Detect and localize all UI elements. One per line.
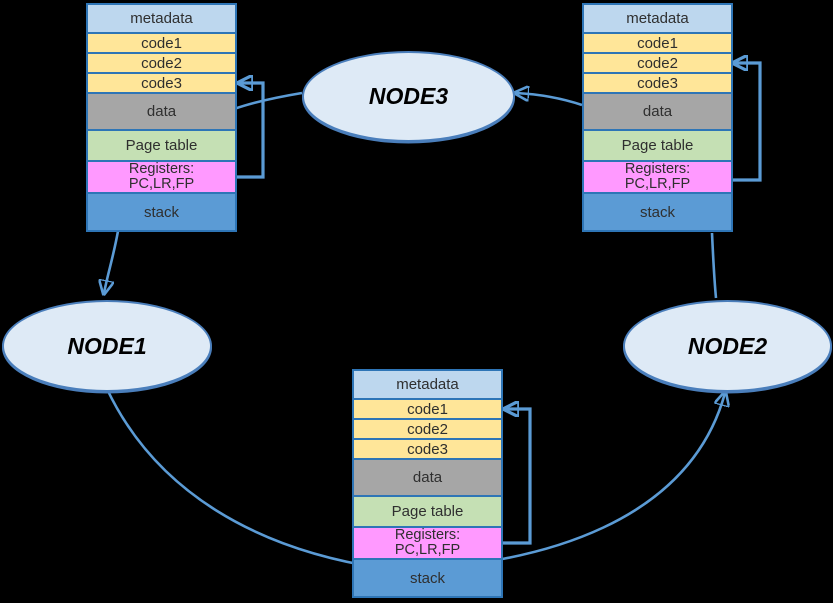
- row-data: data: [584, 92, 731, 129]
- arrow-left-registers-to-code3: [233, 83, 265, 179]
- arrow-right-registers-to-code2: [729, 63, 762, 182]
- node3-ellipse: NODE3: [302, 51, 515, 142]
- node2-label: NODE2: [687, 332, 768, 359]
- node1-ellipse: NODE1: [2, 300, 212, 392]
- row-code1: code1: [354, 398, 501, 418]
- row-code3: code3: [88, 72, 235, 92]
- registers-values: PC,LR,FP: [394, 542, 461, 558]
- line-node2-to-rightstack: [710, 232, 718, 299]
- row-metadata: metadata: [584, 5, 731, 32]
- row-code2: code2: [354, 418, 501, 438]
- row-registers: Registers: PC,LR,FP: [88, 160, 235, 192]
- process-image-top-right: metadata code1 code2 code3 data Page tab…: [582, 3, 733, 232]
- row-metadata: metadata: [354, 371, 501, 398]
- arrow-rightstack-to-node3: [516, 93, 583, 107]
- process-image-top-left: metadata code1 code2 code3 data Page tab…: [86, 3, 237, 232]
- row-stack: stack: [354, 558, 501, 596]
- row-data: data: [354, 458, 501, 495]
- registers-label: Registers:: [128, 161, 195, 177]
- process-image-bottom-middle: metadata code1 code2 code3 data Page tab…: [352, 369, 503, 598]
- row-metadata: metadata: [88, 5, 235, 32]
- registers-values: PC,LR,FP: [624, 176, 691, 192]
- row-code1: code1: [88, 32, 235, 52]
- row-code2: code2: [88, 52, 235, 72]
- arrow-leftstack-to-node1: [104, 230, 120, 293]
- row-data: data: [88, 92, 235, 129]
- node2-ellipse: NODE2: [623, 300, 832, 392]
- registers-label: Registers:: [624, 161, 691, 177]
- row-page-table: Page table: [88, 129, 235, 160]
- node3-label: NODE3: [368, 83, 449, 109]
- row-code3: code3: [584, 72, 731, 92]
- line-node3-to-leftstack: [233, 91, 303, 111]
- row-page-table: Page table: [584, 129, 731, 160]
- row-code2: code2: [584, 52, 731, 72]
- row-page-table: Page table: [354, 495, 501, 526]
- row-code3: code3: [354, 438, 501, 458]
- node1-label: NODE1: [67, 332, 147, 359]
- row-code1: code1: [584, 32, 731, 52]
- arrow-middle-registers-to-code1: [499, 409, 532, 545]
- row-stack: stack: [584, 192, 731, 230]
- registers-values: PC,LR,FP: [128, 176, 195, 192]
- registers-label: Registers:: [394, 527, 461, 543]
- row-stack: stack: [88, 192, 235, 230]
- row-registers: Registers: PC,LR,FP: [354, 526, 501, 558]
- row-registers: Registers: PC,LR,FP: [584, 160, 731, 192]
